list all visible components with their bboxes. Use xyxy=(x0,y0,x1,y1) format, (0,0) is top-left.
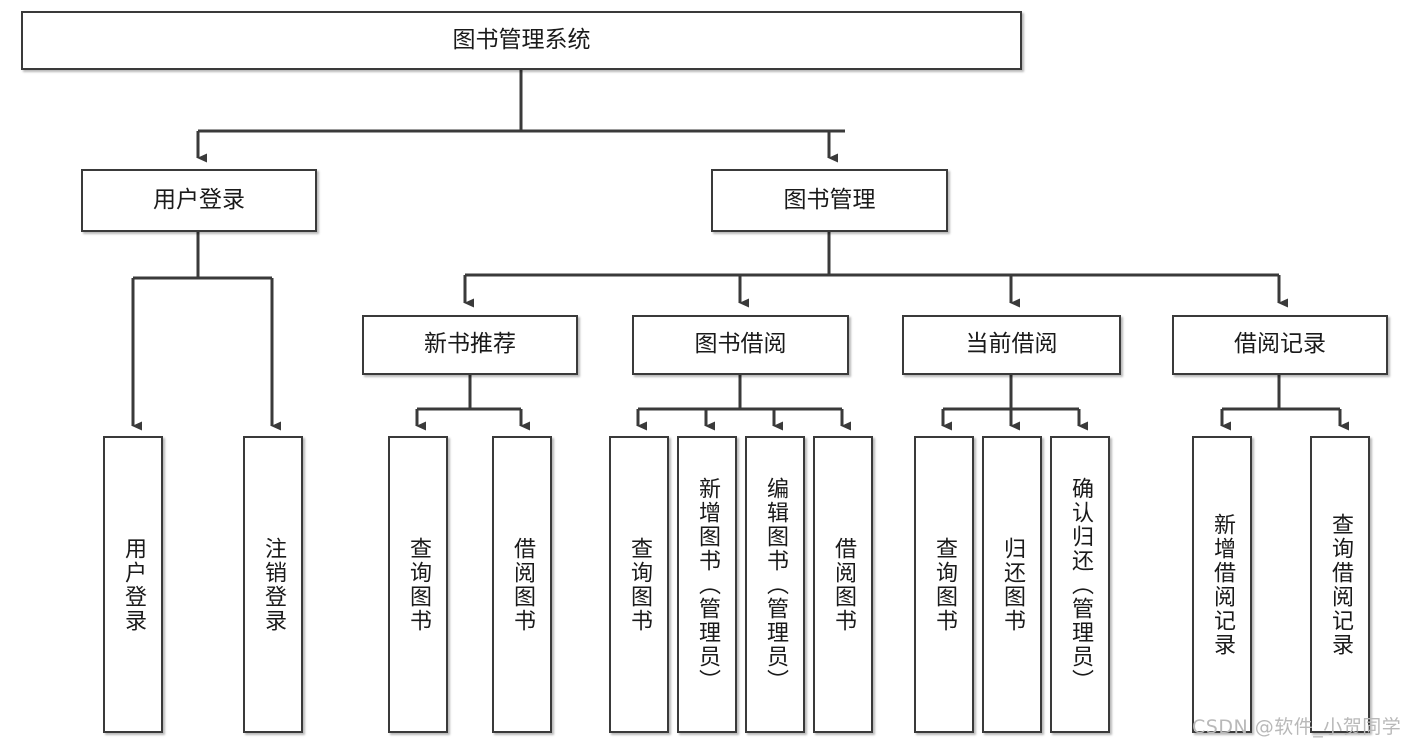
node-user-login[interactable]: 用户登录 xyxy=(81,169,317,232)
node-book-borrow[interactable]: 图书借阅 xyxy=(632,315,849,375)
node-leaf-add-record-label: 新增借阅记录 xyxy=(1210,512,1235,657)
node-leaf-query-book-3-label: 查询图书 xyxy=(932,536,957,633)
node-leaf-borrow-book-2-label: 借阅图书 xyxy=(831,536,856,633)
node-leaf-borrow-book-2[interactable]: 借阅图书 xyxy=(813,436,873,733)
node-book-manage-label: 图书管理 xyxy=(783,186,876,213)
node-current-borrow[interactable]: 当前借阅 xyxy=(902,315,1121,375)
node-leaf-edit-book-label: 编辑图书（管理员） xyxy=(763,476,788,693)
node-leaf-query-book-2[interactable]: 查询图书 xyxy=(609,436,669,733)
node-leaf-query-book-3[interactable]: 查询图书 xyxy=(914,436,974,733)
node-leaf-confirm-return[interactable]: 确认归还（管理员） xyxy=(1050,436,1110,733)
node-new-book-rec[interactable]: 新书推荐 xyxy=(362,315,578,375)
node-root-label: 图书管理系统 xyxy=(452,26,591,53)
node-leaf-query-record[interactable]: 查询借阅记录 xyxy=(1310,436,1370,733)
node-book-borrow-label: 图书借阅 xyxy=(694,331,787,358)
node-leaf-edit-book[interactable]: 编辑图书（管理员） xyxy=(745,436,805,733)
node-borrow-record[interactable]: 借阅记录 xyxy=(1172,315,1388,375)
node-leaf-add-record[interactable]: 新增借阅记录 xyxy=(1192,436,1252,733)
node-leaf-return-book-label: 归还图书 xyxy=(1000,536,1025,633)
node-leaf-query-record-label: 查询借阅记录 xyxy=(1328,512,1353,657)
node-leaf-confirm-return-label: 确认归还（管理员） xyxy=(1068,476,1093,693)
node-leaf-user-login[interactable]: 用户登录 xyxy=(103,436,163,733)
node-leaf-borrow-book-1[interactable]: 借阅图书 xyxy=(492,436,552,733)
node-root[interactable]: 图书管理系统 xyxy=(21,11,1022,70)
node-leaf-logout-label: 注销登录 xyxy=(261,536,286,633)
node-leaf-user-login-label: 用户登录 xyxy=(121,536,146,633)
node-leaf-borrow-book-1-label: 借阅图书 xyxy=(510,536,535,633)
node-leaf-logout[interactable]: 注销登录 xyxy=(243,436,303,733)
node-leaf-add-book[interactable]: 新增图书（管理员） xyxy=(677,436,737,733)
csdn-watermark: CSDN @软件_小贺同学 xyxy=(1192,716,1402,738)
node-leaf-query-book-1-label: 查询图书 xyxy=(406,536,431,633)
node-book-manage[interactable]: 图书管理 xyxy=(711,169,948,232)
node-leaf-add-book-label: 新增图书（管理员） xyxy=(695,476,720,693)
node-user-login-label: 用户登录 xyxy=(153,186,245,213)
node-borrow-record-label: 借阅记录 xyxy=(1234,331,1326,358)
node-leaf-query-book-2-label: 查询图书 xyxy=(627,536,652,633)
node-current-borrow-label: 当前借阅 xyxy=(965,331,1058,358)
node-leaf-return-book[interactable]: 归还图书 xyxy=(982,436,1042,733)
node-leaf-query-book-1[interactable]: 查询图书 xyxy=(388,436,448,733)
node-new-book-rec-label: 新书推荐 xyxy=(424,331,516,358)
